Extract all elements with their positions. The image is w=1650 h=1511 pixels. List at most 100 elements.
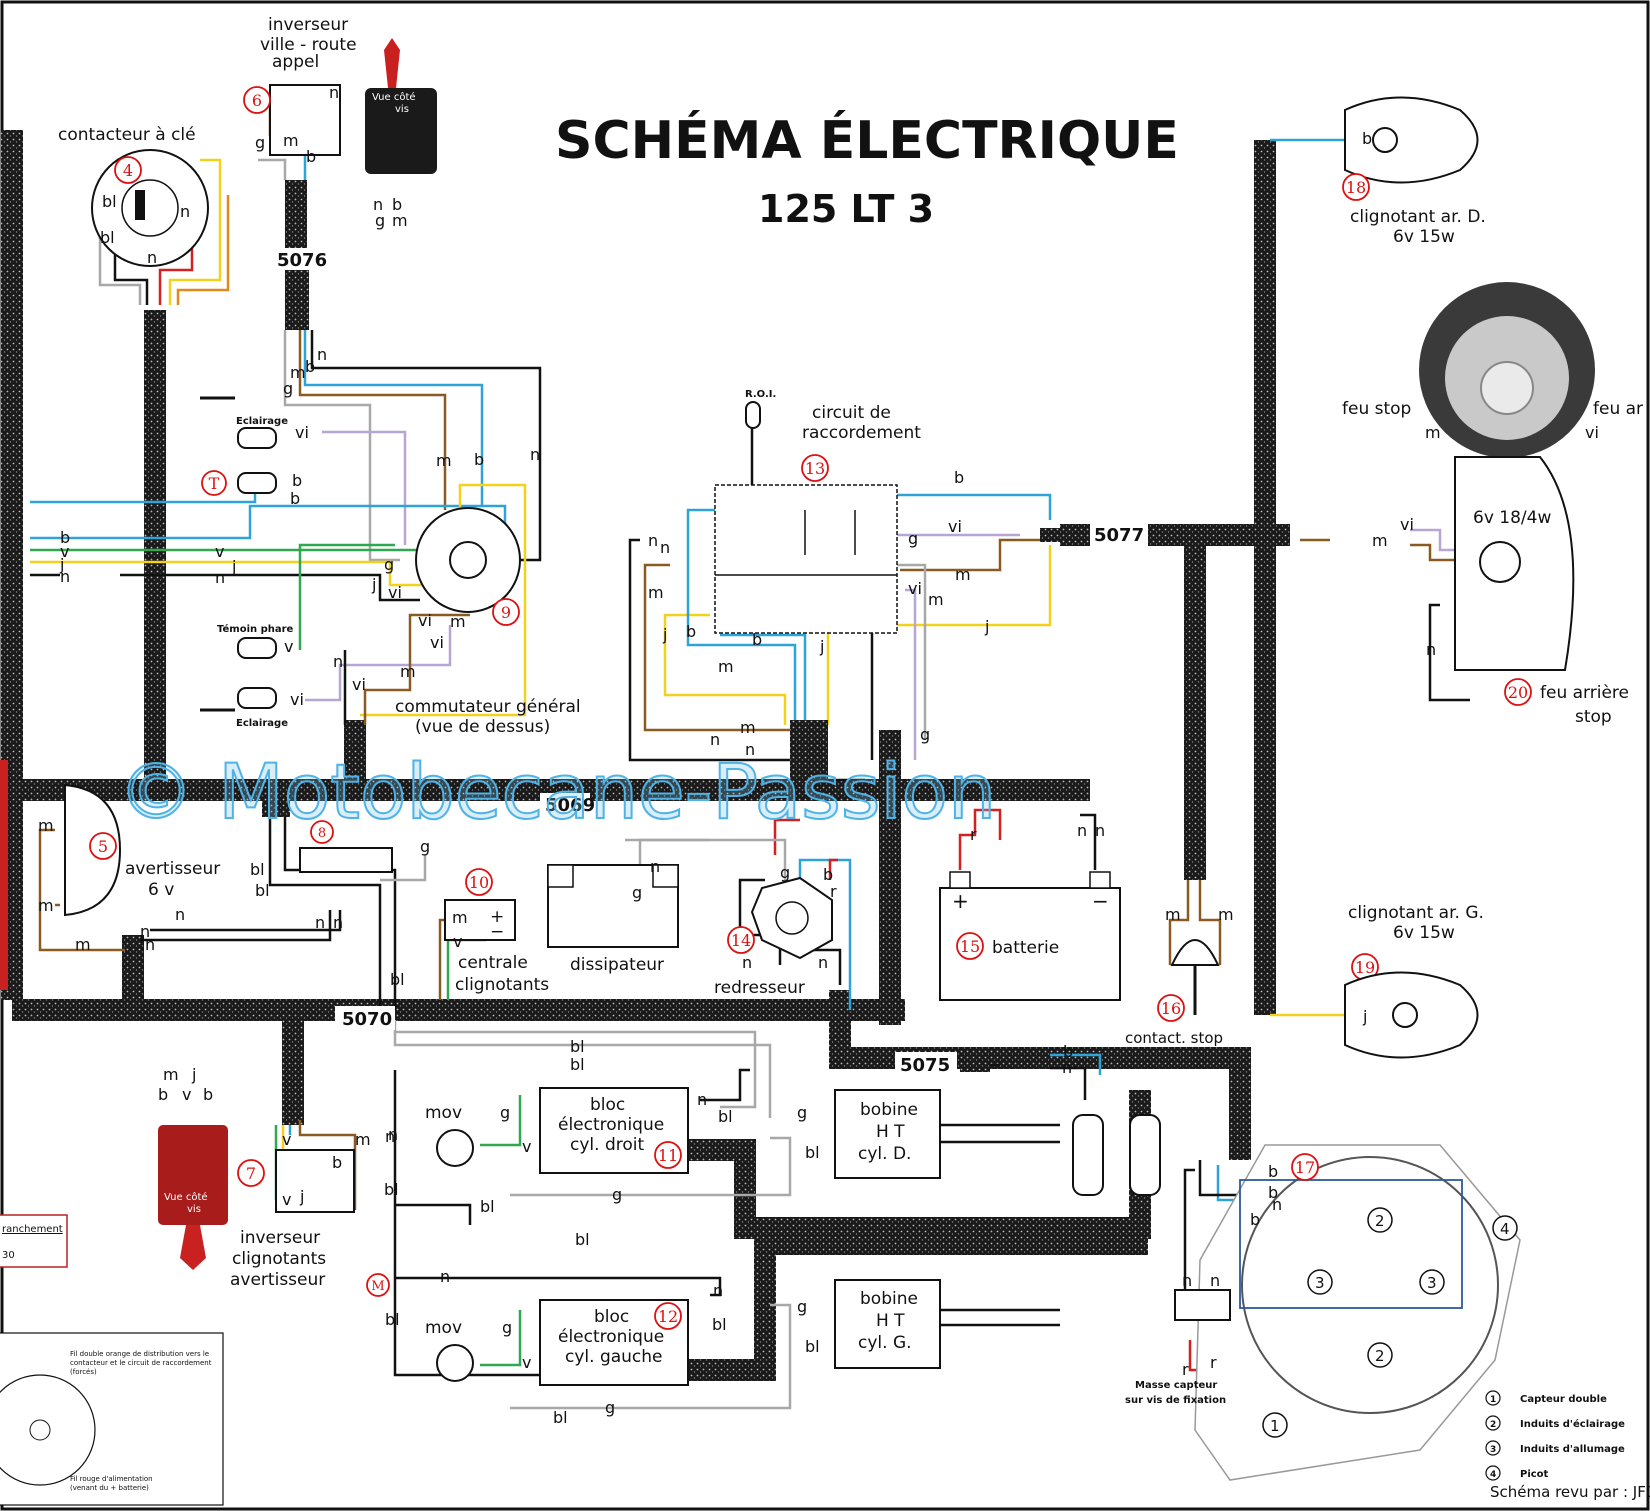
component-label: bloc	[594, 1307, 629, 1327]
wire	[120, 573, 420, 602]
svg-text:v: v	[182, 1085, 191, 1104]
svg-text:g: g	[797, 1103, 807, 1122]
badge-number: 7	[246, 1164, 256, 1183]
mov-label: mov	[425, 1318, 462, 1338]
svg-text:m: m	[163, 1065, 179, 1084]
connector-8-block	[262, 795, 290, 817]
svg-text:vi: vi	[388, 583, 402, 602]
component-label: 6 v	[148, 880, 174, 900]
connector-label: 5075	[900, 1055, 950, 1076]
svg-text:v: v	[522, 1353, 531, 1372]
badge-number: 10	[469, 873, 489, 892]
badge-number: 17	[1295, 1158, 1315, 1177]
svg-text:bl: bl	[575, 1230, 590, 1249]
svg-text:n: n	[147, 248, 157, 267]
component-label: cyl. D.	[858, 1144, 911, 1164]
wire	[298, 543, 395, 650]
wire	[663, 613, 787, 725]
svg-text:vi: vi	[295, 423, 309, 442]
svg-text:g: g	[605, 1398, 615, 1417]
svg-text:b: b	[954, 468, 964, 487]
key-switch-label: contacteur à clé	[58, 125, 196, 145]
svg-text:n: n	[388, 1125, 398, 1144]
legend-text: Picot	[1520, 1469, 1549, 1480]
svg-text:m: m	[740, 718, 756, 737]
badge-circle	[310, 820, 334, 844]
wire	[1428, 603, 1470, 702]
legend-item: 4 Picot	[1485, 1465, 1549, 1481]
legend-text: Induits d'allumage	[1520, 1444, 1625, 1455]
indicator-lens	[1344, 971, 1479, 1059]
badge-number: 12	[658, 1307, 678, 1326]
component-label: clignotants	[455, 975, 549, 995]
indicator-switch-photo	[158, 1125, 228, 1225]
wire	[395, 1276, 722, 1297]
spark-plugs	[1072, 1114, 1161, 1196]
svg-text:1: 1	[1490, 1395, 1496, 1405]
svg-text:vi: vi	[1400, 515, 1414, 534]
wire	[628, 538, 800, 762]
svg-text:vi: vi	[418, 611, 432, 630]
component-label: bobine	[860, 1100, 918, 1120]
component-label: clignotant ar. D.	[1350, 207, 1486, 227]
badge-number: 6	[252, 91, 262, 110]
svg-text:3: 3	[1427, 1274, 1437, 1292]
ignition-coil-left: bobine H T cyl. G.	[834, 1279, 941, 1369]
svg-text:bl: bl	[805, 1143, 820, 1162]
badge-number: 5	[98, 837, 108, 856]
svg-text:v: v	[215, 542, 224, 561]
ignition-coil-right: bobine H T cyl. D.	[834, 1089, 941, 1179]
svg-text:n: n	[1182, 1271, 1192, 1290]
svg-text:g: g	[797, 1297, 807, 1316]
mov-sensor	[436, 1129, 474, 1167]
component-label: cyl. G.	[858, 1333, 912, 1353]
wire	[798, 858, 852, 1010]
svg-text:bl: bl	[480, 1197, 495, 1216]
component-label: 6v 15w	[1393, 923, 1455, 943]
svg-text:n: n	[145, 935, 155, 954]
headlight-switch-body	[269, 84, 341, 156]
component-label: feu arrière	[1540, 683, 1629, 703]
svg-text:g: g	[632, 883, 642, 902]
badge-number: 20	[1508, 683, 1528, 702]
component-label: appel	[272, 52, 319, 72]
svg-text:v: v	[282, 1130, 291, 1149]
svg-text:n: n	[317, 345, 327, 364]
wire	[900, 538, 1040, 572]
svg-text:b: b	[60, 528, 70, 547]
wire	[860, 545, 1052, 627]
wire	[305, 625, 452, 702]
svg-text:j: j	[299, 1187, 304, 1206]
svg-text:g: g	[283, 379, 293, 398]
svg-text:b: b	[1268, 1162, 1278, 1181]
wire	[700, 1068, 750, 1102]
svg-text:j: j	[984, 617, 989, 636]
svg-text:bl: bl	[570, 1037, 585, 1056]
branchement-num: 30	[2, 1250, 15, 1261]
svg-text:n: n	[373, 195, 383, 214]
svg-text:2: 2	[1490, 1420, 1496, 1430]
svg-text:b: b	[1063, 1042, 1073, 1061]
connector-blocks	[262, 270, 1070, 1072]
svg-text:vi: vi	[430, 633, 444, 652]
svg-text:g: g	[255, 133, 265, 152]
svg-text:b: b	[158, 1085, 168, 1104]
wire	[38, 828, 125, 952]
wire	[258, 158, 287, 180]
svg-text:vi: vi	[908, 579, 922, 598]
horn: 5 avertisseur 6 v	[64, 783, 220, 917]
battery: + − 15 batterie	[939, 871, 1121, 1001]
svg-text:−: −	[1092, 889, 1109, 913]
svg-text:m: m	[75, 935, 91, 954]
svg-text:n: n	[1210, 1271, 1220, 1290]
svg-text:m: m	[1218, 905, 1234, 924]
svg-text:bl: bl	[102, 192, 117, 211]
watermark: © Motobecane-Passion	[118, 747, 996, 836]
rear-light-housing	[1454, 456, 1575, 671]
inset-note: (forcés)	[70, 1368, 97, 1376]
bulb-icon	[237, 472, 277, 494]
badge-number: T	[209, 474, 220, 493]
inset-switch-diagram: Fil double orange de distribution vers l…	[0, 1332, 224, 1506]
svg-text:bl: bl	[250, 860, 265, 879]
roi-bulb	[745, 401, 761, 429]
